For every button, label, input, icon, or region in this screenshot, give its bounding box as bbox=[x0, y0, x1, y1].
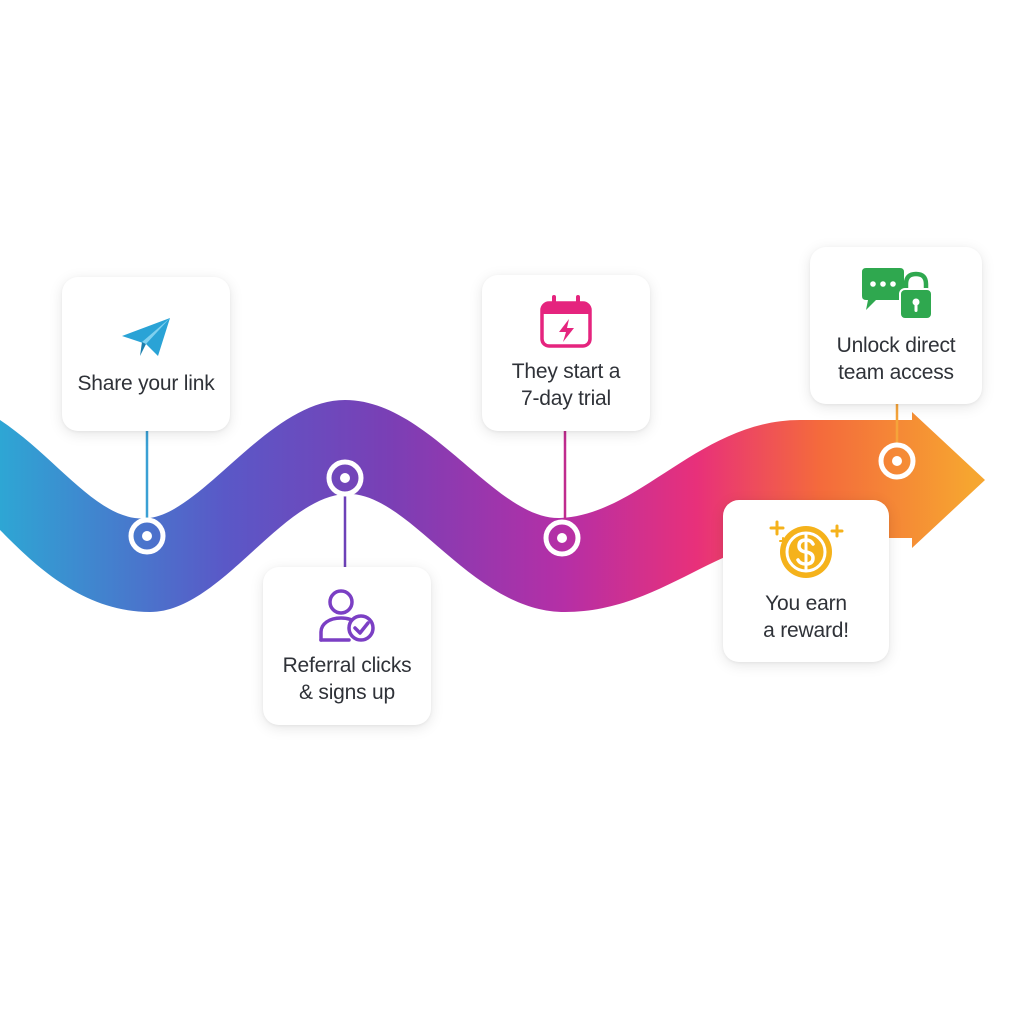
node-signup bbox=[326, 459, 364, 497]
dollar-coin-icon bbox=[769, 520, 844, 578]
node-trial bbox=[543, 519, 581, 557]
calendar-bolt-icon bbox=[540, 295, 592, 348]
step-label-share: Share your link bbox=[77, 371, 215, 395]
step-label-trial: They start a 7-day trial bbox=[511, 360, 621, 410]
user-check-icon bbox=[319, 589, 375, 642]
chat-lock-icon bbox=[862, 267, 933, 320]
node-share bbox=[128, 517, 166, 555]
step-card-access: Unlock direct team access bbox=[810, 247, 982, 404]
node-access bbox=[878, 442, 916, 480]
step-label-access: Unlock direct team access bbox=[836, 333, 956, 384]
step-label-signup: Referral clicks & signs up bbox=[282, 654, 412, 704]
step-card-trial: They start a 7-day trial bbox=[482, 275, 650, 431]
step-card-signup: Referral clicks & signs up bbox=[263, 567, 431, 725]
step-label-reward: You earn a reward! bbox=[763, 592, 849, 642]
step-card-share: Share your link bbox=[62, 277, 230, 431]
flow-ribbon bbox=[0, 400, 985, 612]
step-card-reward: You earn a reward! bbox=[723, 500, 889, 662]
paper-plane-icon bbox=[122, 317, 170, 356]
